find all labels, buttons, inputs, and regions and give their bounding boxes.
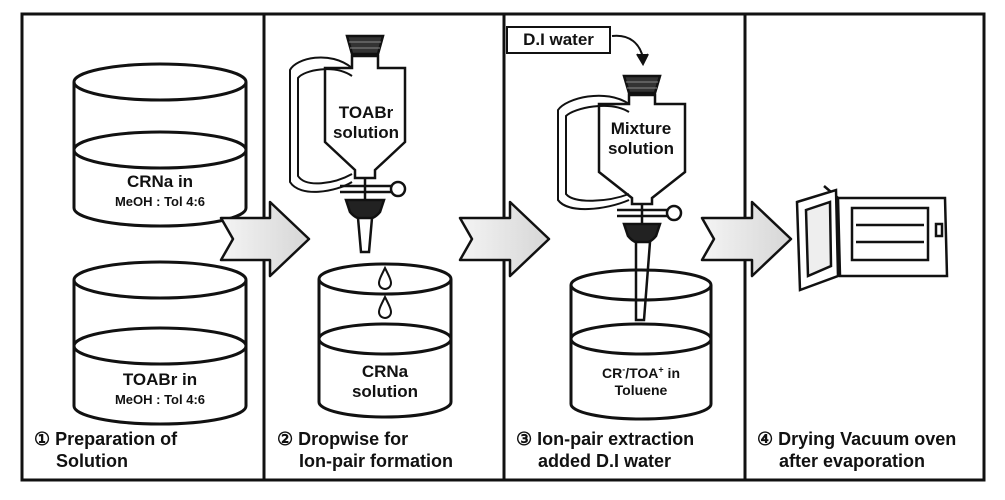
di-water-box: [506, 26, 611, 54]
beaker-label: CRNa solution: [335, 362, 435, 402]
beaker-label-toabr: TOABr in: [85, 370, 235, 390]
vacuum-oven-icon: [795, 185, 949, 292]
caption-line1: Dropwise for: [298, 429, 409, 449]
beaker-label-line1: CRNa: [361, 362, 409, 381]
caption-line2: Ion-pair formation: [299, 451, 453, 471]
ion-charge: -: [622, 364, 626, 375]
beaker-label: CR-/TOA+ in Toluene: [581, 365, 701, 399]
separatory-funnel-icon: [289, 34, 407, 254]
beaker-label-line2: MeOH : Tol 4:6: [114, 392, 206, 407]
beaker-icon: [569, 268, 713, 421]
caption-line1: Drying Vacuum oven: [778, 429, 957, 449]
di-water-label: D.I water: [523, 30, 594, 49]
separatory-funnel-icon: [557, 74, 687, 322]
beaker-label-crna: CRNa in: [85, 172, 235, 192]
caption-line2: added D.I water: [538, 451, 672, 471]
step-number: ①: [34, 429, 51, 449]
step-number: ④: [757, 429, 774, 449]
beaker-label-line1: CRNa in: [126, 172, 194, 191]
ion-tail: in: [663, 365, 681, 381]
funnel-label-line2: solution: [607, 139, 675, 158]
step-caption-1: ① Preparation of Solution: [34, 428, 177, 472]
caption-line2: after evaporation: [779, 451, 926, 471]
funnel-label: TOABr solution: [330, 103, 402, 143]
process-arrow-icon: [219, 200, 311, 278]
beaker-label-line1: CR-/TOA+ in: [581, 365, 701, 382]
process-arrow-icon: [458, 200, 551, 278]
funnel-label-line1: TOABr: [338, 103, 394, 122]
beaker-icon: [317, 262, 453, 419]
step-caption-4: ④ Drying Vacuum oven after evaporation: [757, 428, 956, 472]
funnel-label: Mixture solution: [598, 119, 684, 159]
caption-line1: Ion-pair extraction: [537, 429, 695, 449]
beaker-label-line1: TOABr in: [122, 370, 198, 389]
step-caption-2: ② Dropwise for Ion-pair formation: [277, 428, 453, 472]
caption-line1: Preparation of: [55, 429, 178, 449]
process-arrow-icon: [700, 200, 793, 278]
caption-line2: Solution: [56, 451, 128, 471]
curved-arrow-icon: [611, 34, 649, 67]
step-number: ③: [516, 429, 533, 449]
droplet-icon: [377, 265, 393, 290]
step-number: ②: [277, 429, 294, 449]
beaker-icon: [72, 62, 248, 228]
funnel-label-line1: Mixture: [610, 119, 672, 138]
droplet-icon: [377, 294, 393, 319]
beaker-label-line2: Toluene: [614, 382, 668, 398]
ion-toa: /TOA: [625, 365, 659, 381]
beaker-solvent-label: MeOH : Tol 4:6: [85, 194, 235, 210]
beaker-solvent-label: MeOH : Tol 4:6: [85, 392, 235, 408]
step-caption-3: ③ Ion-pair extraction added D.I water: [516, 428, 694, 472]
beaker-label-line2: solution: [351, 382, 419, 401]
beaker-icon: [72, 260, 248, 426]
beaker-label-line2: MeOH : Tol 4:6: [114, 194, 206, 209]
funnel-label-line2: solution: [332, 123, 400, 142]
ion-cr: CR: [601, 365, 623, 381]
ion-charge: +: [658, 364, 664, 375]
